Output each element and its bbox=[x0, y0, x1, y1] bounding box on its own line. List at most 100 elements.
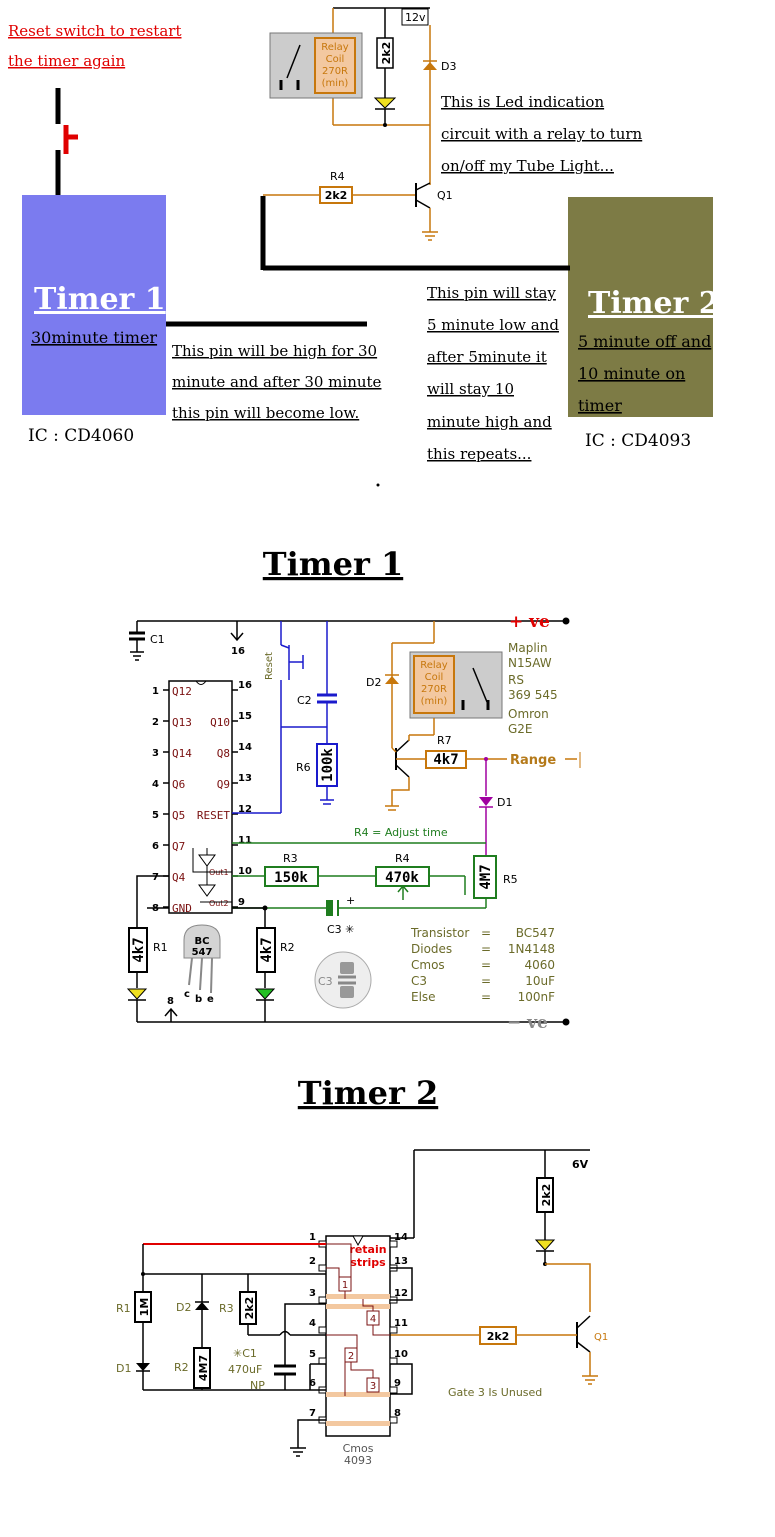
t1-right-pin-number: 13 bbox=[238, 773, 252, 784]
t2-left-pin-number: 5 bbox=[309, 1349, 316, 1360]
neg-rail-label: − ve bbox=[507, 1013, 548, 1033]
t1-right-pin-number: 9 bbox=[238, 897, 245, 908]
t1-left-pin-label: Q13 bbox=[172, 716, 192, 729]
pin-b-label: b bbox=[195, 994, 202, 1005]
t1-left-pin-label: Q14 bbox=[172, 747, 192, 760]
relay-label-2: Coil bbox=[326, 54, 345, 65]
t1-left-pin-number: 5 bbox=[152, 810, 159, 821]
r-q1-value: 2k2 bbox=[487, 1330, 510, 1343]
t1-right-pin-number: 11 bbox=[238, 835, 252, 846]
reset-note-line2: the timer again bbox=[8, 52, 125, 70]
t2-right-pin-pad bbox=[389, 1416, 398, 1424]
r4-value-t1: 470k bbox=[385, 870, 419, 886]
retain-strips-1: retain bbox=[349, 1243, 386, 1256]
t2-r1-label: R1 bbox=[116, 1302, 131, 1315]
parts-row-value: 10uF bbox=[525, 974, 555, 988]
relay-part-2: N15AW bbox=[508, 656, 552, 670]
r1-value: 4k7 bbox=[131, 937, 147, 962]
t1-left-pin-number: 7 bbox=[152, 872, 159, 883]
relay-part-5: Omron bbox=[508, 707, 549, 721]
parts-row-value: 100nF bbox=[518, 990, 556, 1004]
r4-value: 2k2 bbox=[325, 189, 348, 202]
timer2-block-line3: timer bbox=[578, 396, 622, 415]
parts-row-name: C3 bbox=[411, 974, 427, 988]
parts-row-sep: = bbox=[481, 990, 491, 1004]
t1-relay-label-1: Relay bbox=[420, 660, 448, 671]
parts-row-value: 1N4148 bbox=[508, 942, 555, 956]
t2-right-pin-pad bbox=[389, 1240, 398, 1248]
timer2-schematic: 6V 2k2 Q1 2k2 Gate 3 Is Unused 123456714… bbox=[116, 1149, 608, 1467]
t2-left-pin-number: 4 bbox=[309, 1318, 316, 1329]
out2-label: Out2 bbox=[209, 899, 229, 908]
timer2-pin-note-1: This pin will stay bbox=[427, 284, 556, 302]
adjust-note: R4 = Adjust time bbox=[354, 826, 448, 839]
c1-label: C1 bbox=[150, 633, 165, 646]
t2-d1-label: D1 bbox=[116, 1362, 131, 1375]
supply-12v: 12v bbox=[405, 11, 426, 24]
t2-d2-label: D2 bbox=[176, 1301, 191, 1314]
parts-table: Transistor=BC547Diodes=1N4148Cmos=4060C3… bbox=[410, 926, 555, 1004]
t2-right-pin-number: 10 bbox=[394, 1349, 408, 1360]
parts-row-sep: = bbox=[481, 958, 491, 972]
pin-e-label: e bbox=[207, 994, 214, 1005]
t1-right-pin-label: RESET bbox=[197, 809, 230, 822]
bc547-package-icon: BC 547 c b e bbox=[183, 924, 221, 1005]
t2-left-pin-pad bbox=[318, 1357, 327, 1365]
timer1-pin-note-3: this pin will become low. bbox=[172, 404, 359, 422]
gate-3-label: 3 bbox=[370, 1381, 376, 1392]
c3-label: C3 ✳ bbox=[327, 923, 354, 936]
retain-strips-2: strips bbox=[350, 1256, 386, 1269]
r2-label: R2 bbox=[280, 941, 295, 954]
t2-right-pin-number: 9 bbox=[394, 1378, 401, 1389]
t2-left-pin-number: 2 bbox=[309, 1256, 316, 1267]
t1-left-pin-number: 3 bbox=[152, 748, 159, 759]
t1-right-pin-number: 15 bbox=[238, 711, 252, 722]
parts-row-name: Cmos bbox=[411, 958, 445, 972]
pin-c-label: c bbox=[184, 989, 190, 1000]
t2-left-pin-pad bbox=[318, 1264, 327, 1272]
t1-left-pin-number: 6 bbox=[152, 841, 159, 852]
timer2-pin-note-3: after 5minute it bbox=[427, 348, 547, 366]
timer2-ic-label: IC : CD4093 bbox=[585, 431, 691, 451]
t1-relay-label-2: Coil bbox=[425, 672, 444, 683]
supply-6v: 6V bbox=[572, 1158, 589, 1171]
timer2-block-line2: 10 minute on bbox=[578, 364, 685, 383]
t2-left-pin-number: 6 bbox=[309, 1378, 316, 1389]
t2-right-pin-number: 8 bbox=[394, 1408, 401, 1419]
t2-right-pin-number: 13 bbox=[394, 1256, 408, 1267]
c2-label: C2 bbox=[297, 694, 312, 707]
t1-right-pin-number: 16 bbox=[238, 680, 252, 691]
t1-left-pin-label: GND bbox=[172, 902, 192, 915]
reset-label: Reset bbox=[264, 652, 275, 680]
r6-value: 100k bbox=[320, 748, 336, 782]
timer2-block-title: Timer 2 bbox=[588, 286, 720, 321]
pos-rail-label: + ve bbox=[509, 612, 550, 632]
r4-label: R4 bbox=[330, 170, 345, 183]
t2-r2-label: R2 bbox=[174, 1361, 189, 1374]
t2-r3-value: 2k2 bbox=[243, 1297, 256, 1320]
relay-part-4: 369 545 bbox=[508, 688, 558, 702]
gate-4-label: 4 bbox=[370, 1314, 376, 1325]
relay-part-1: Maplin bbox=[508, 641, 548, 655]
led-note-2: circuit with a relay to turn bbox=[441, 125, 643, 143]
t2-r3-label: R3 bbox=[219, 1302, 234, 1315]
timer1-pin-note-2: minute and after 30 minute bbox=[172, 373, 382, 391]
t1-left-pin-number: 1 bbox=[152, 686, 159, 697]
stray-dot bbox=[376, 483, 380, 487]
gate3-note: Gate 3 Is Unused bbox=[448, 1386, 542, 1399]
t2-right-pin-pad bbox=[389, 1326, 398, 1334]
t1-left-pin-label: Q7 bbox=[172, 840, 185, 853]
relay-label-3: 270R bbox=[322, 66, 348, 77]
c3-icon-label: C3 bbox=[318, 975, 333, 988]
led-note-1: This is Led indication bbox=[441, 93, 604, 111]
top-resistor-value: 2k2 bbox=[380, 42, 393, 65]
q1-label: Q1 bbox=[437, 189, 453, 202]
t2-left-pin-pad bbox=[318, 1326, 327, 1334]
r3-value: 150k bbox=[274, 870, 308, 886]
timer1-block bbox=[22, 195, 166, 415]
timer1-ic-label: IC : CD4060 bbox=[28, 426, 134, 446]
r3-label: R3 bbox=[283, 852, 298, 865]
parts-row-name: Else bbox=[411, 990, 436, 1004]
t1-left-pin-label: Q6 bbox=[172, 778, 185, 791]
r-top-value: 2k2 bbox=[540, 1184, 553, 1207]
